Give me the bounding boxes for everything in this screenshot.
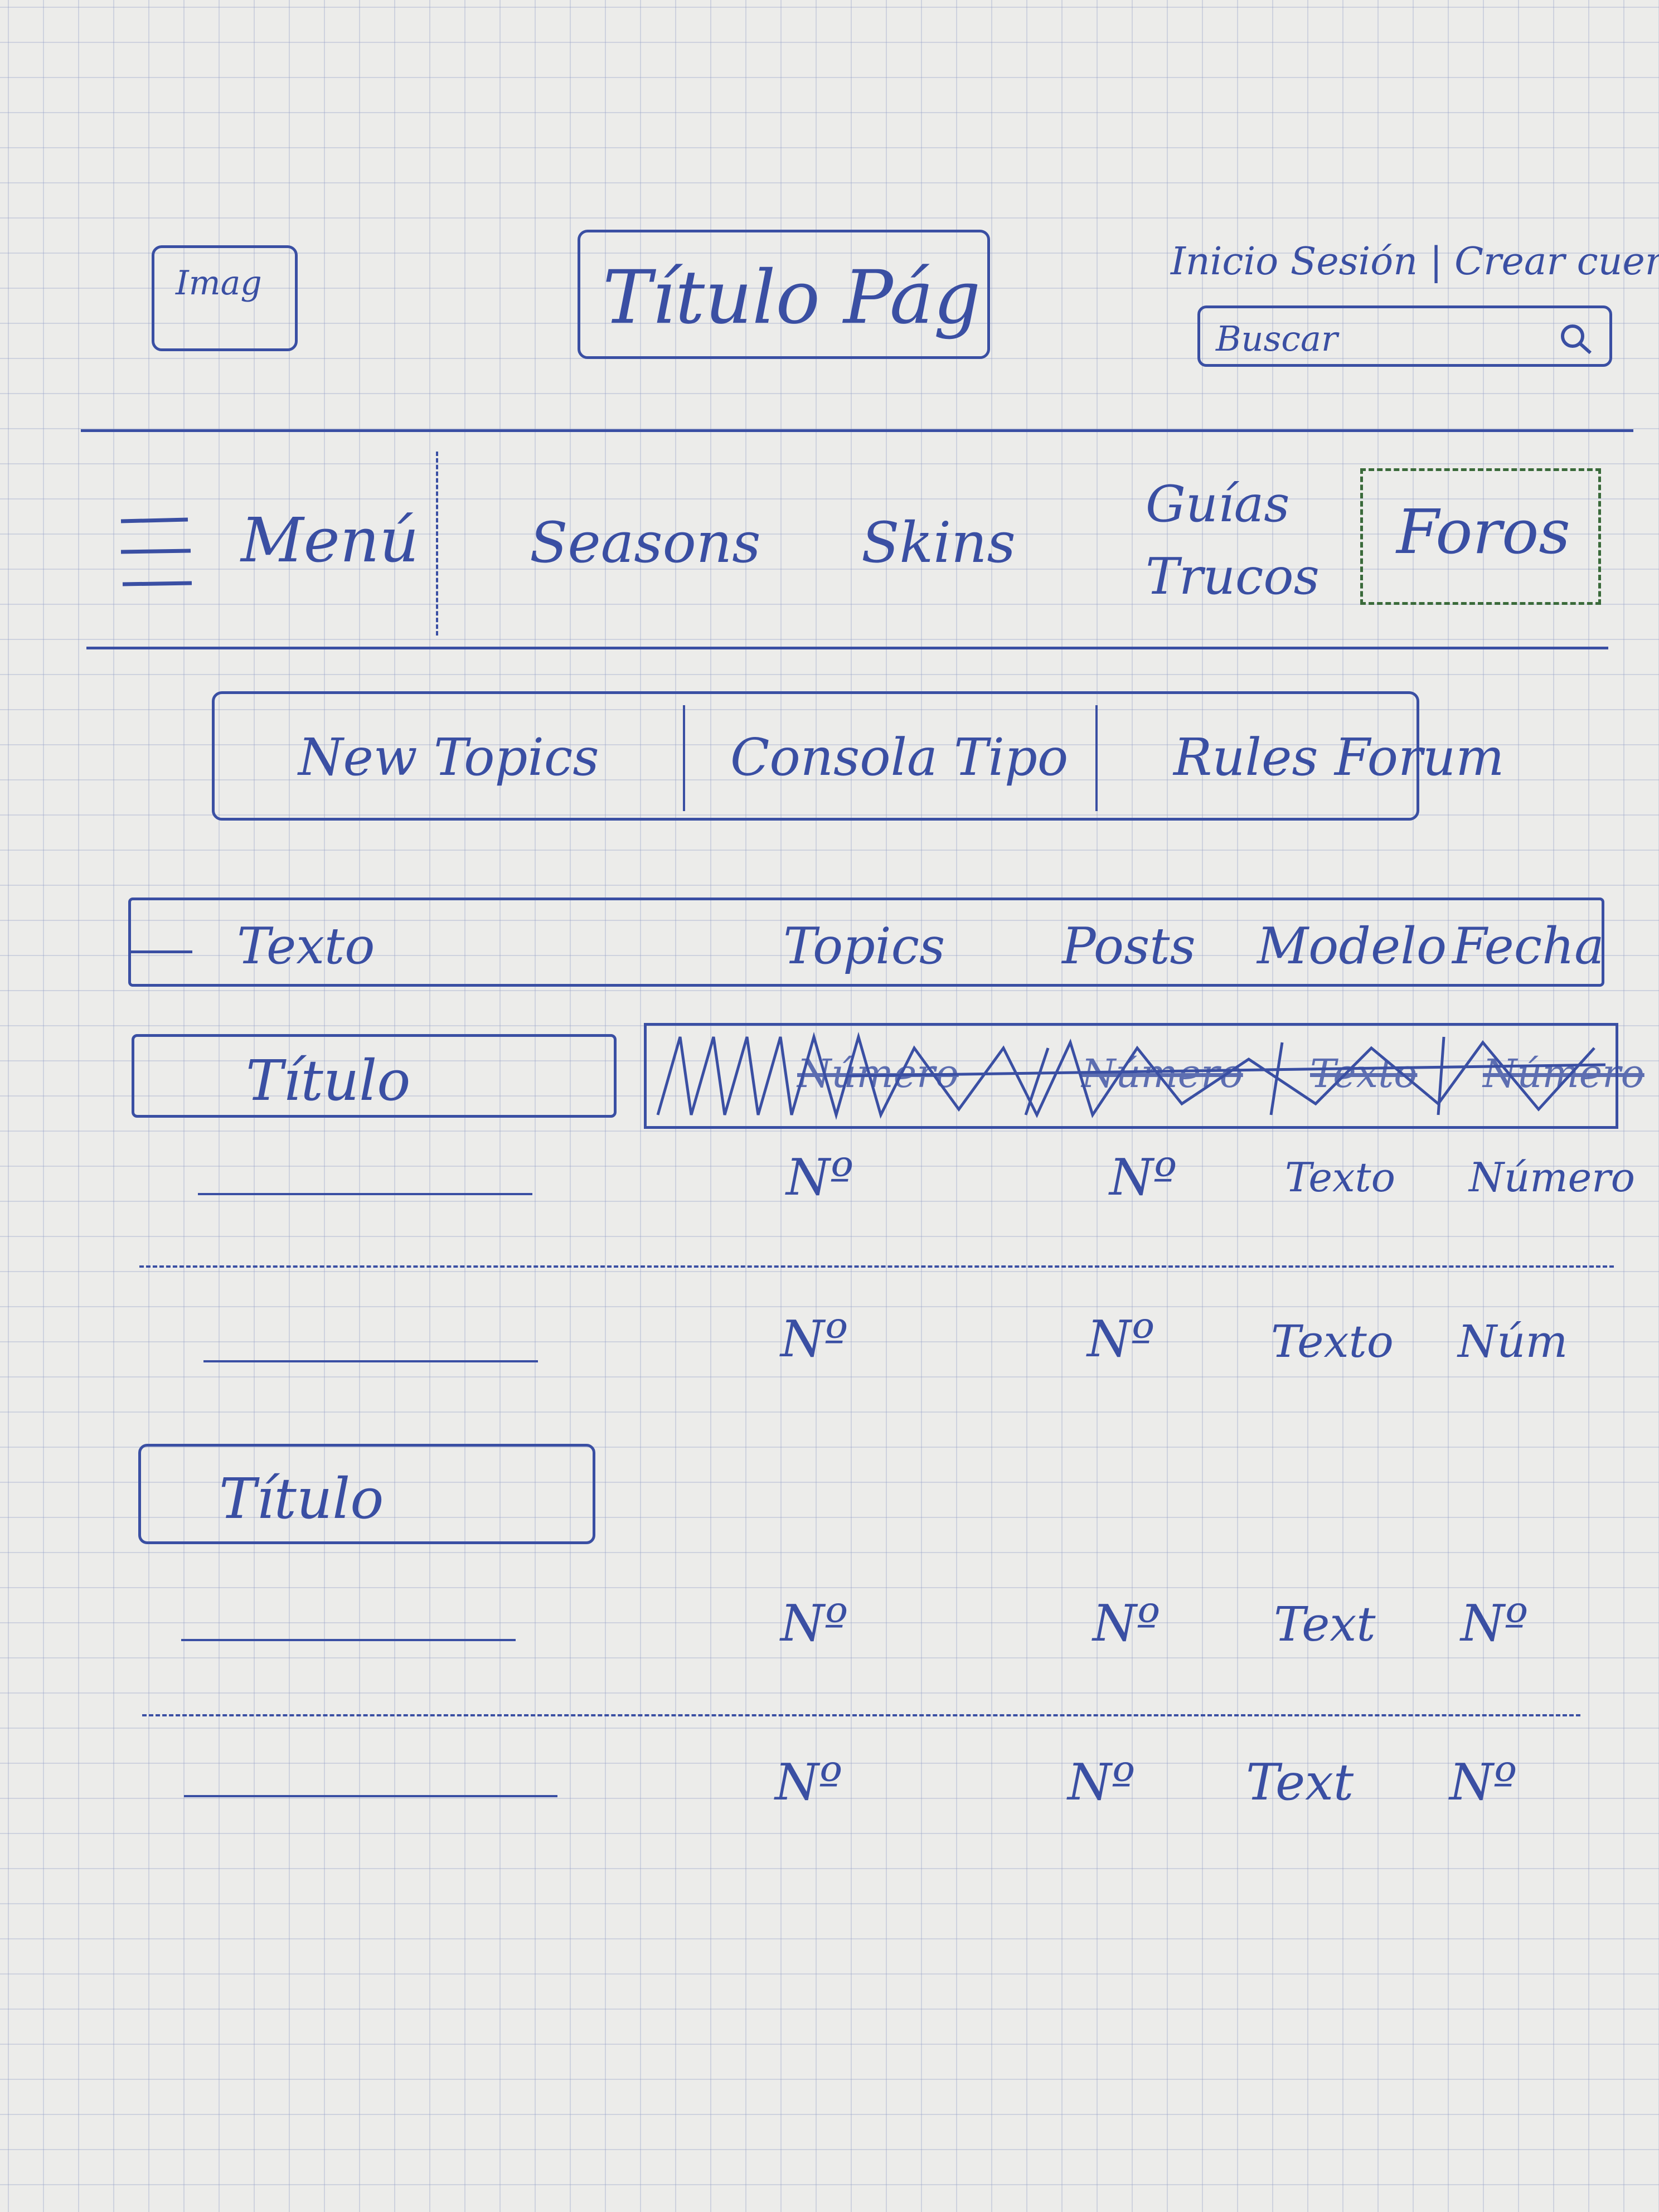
forum-tabs: New Topics Consola Tipo Rules Forum (212, 691, 1505, 821)
nav-item-foros-label: Foros (1396, 496, 1570, 567)
nav-menu-divider (436, 452, 438, 636)
cell-topics: Nº (780, 1310, 848, 1369)
cell-modelo: Texto (1285, 1154, 1395, 1201)
tab-rules-forum[interactable]: Rules Forum (1173, 727, 1505, 787)
cell-topics: Nº (775, 1753, 843, 1812)
tab-new-topics[interactable]: New Topics (298, 727, 599, 787)
search-input[interactable]: Buscar (1216, 318, 1338, 359)
table-row[interactable]: Nº Nº Texto Número (0, 1137, 1659, 1232)
struck-cell: Texto (1310, 1051, 1418, 1097)
cell-posts: Nº (1093, 1594, 1161, 1653)
menu-label[interactable]: Menú (241, 505, 419, 576)
nav-item-guias-trucos[interactable]: Guías Trucos (1146, 475, 1320, 606)
struck-out-row: Número Número Texto Número (644, 1023, 1645, 1129)
column-header-topics[interactable]: Topics (783, 917, 945, 976)
cell-fecha: Nº (1449, 1753, 1517, 1812)
nav-divider (86, 647, 1608, 649)
section-title: Título (219, 1466, 384, 1531)
cell-posts: Nº (1087, 1310, 1155, 1369)
header-divider (81, 429, 1633, 432)
cell-modelo: Text (1274, 1597, 1376, 1652)
column-header-posts[interactable]: Posts (1062, 917, 1196, 976)
row-divider (142, 1714, 1580, 1716)
table-header: Texto Topics Posts Modelo Fecha (128, 898, 1604, 987)
row-title-line[interactable] (198, 1193, 532, 1195)
cell-modelo: Text (1246, 1753, 1354, 1812)
column-header-modelo[interactable]: Modelo (1257, 917, 1447, 976)
cell-posts: Nº (1068, 1753, 1136, 1812)
section-title: Título (246, 1048, 411, 1113)
tab-divider (1095, 705, 1098, 811)
scribble-marks (656, 1031, 1606, 1120)
row-title-line[interactable] (181, 1639, 516, 1641)
section-title-box: Título (138, 1444, 595, 1544)
cell-fecha: Núm (1458, 1316, 1568, 1367)
search-bar[interactable]: Buscar (1197, 305, 1612, 367)
table-row[interactable]: Nº Nº Text Nº (0, 1583, 1659, 1678)
table-row[interactable]: Nº Nº Texto Núm (0, 1299, 1659, 1394)
logo-label: Imag (176, 264, 262, 303)
cell-topics: Nº (780, 1594, 848, 1653)
page-title-box: Título Pág (578, 230, 990, 359)
section-title-box: Título (132, 1034, 617, 1118)
hamburger-icon[interactable] (118, 513, 196, 596)
logo-placeholder[interactable]: Imag (152, 245, 298, 351)
auth-links[interactable]: Inicio Sesión | Crear cuenta (1171, 240, 1659, 284)
search-icon[interactable] (1554, 317, 1598, 362)
page-title: Título Pág (603, 255, 981, 341)
nav-item-foros-active[interactable]: Foros (1360, 468, 1601, 605)
row-divider (139, 1265, 1614, 1268)
cell-modelo: Texto (1271, 1316, 1394, 1367)
cell-fecha: Nº (1461, 1594, 1529, 1653)
tab-divider (683, 705, 685, 811)
row-title-line[interactable] (184, 1795, 557, 1797)
table-row[interactable]: Nº Nº Text Nº (0, 1742, 1659, 1837)
cell-posts: Nº (1109, 1148, 1177, 1207)
column-header-texto[interactable]: Texto (237, 917, 375, 976)
row-title-line[interactable] (203, 1360, 538, 1362)
column-header-fecha[interactable]: Fecha (1452, 917, 1604, 976)
cell-topics: Nº (786, 1148, 854, 1207)
tab-consola-tipo[interactable]: Consola Tipo (730, 727, 1069, 787)
sort-dash (131, 950, 192, 953)
nav-item-skins[interactable]: Skins (861, 510, 1016, 575)
nav-item-seasons[interactable]: Seasons (530, 510, 761, 575)
cell-fecha: Número (1469, 1154, 1636, 1201)
